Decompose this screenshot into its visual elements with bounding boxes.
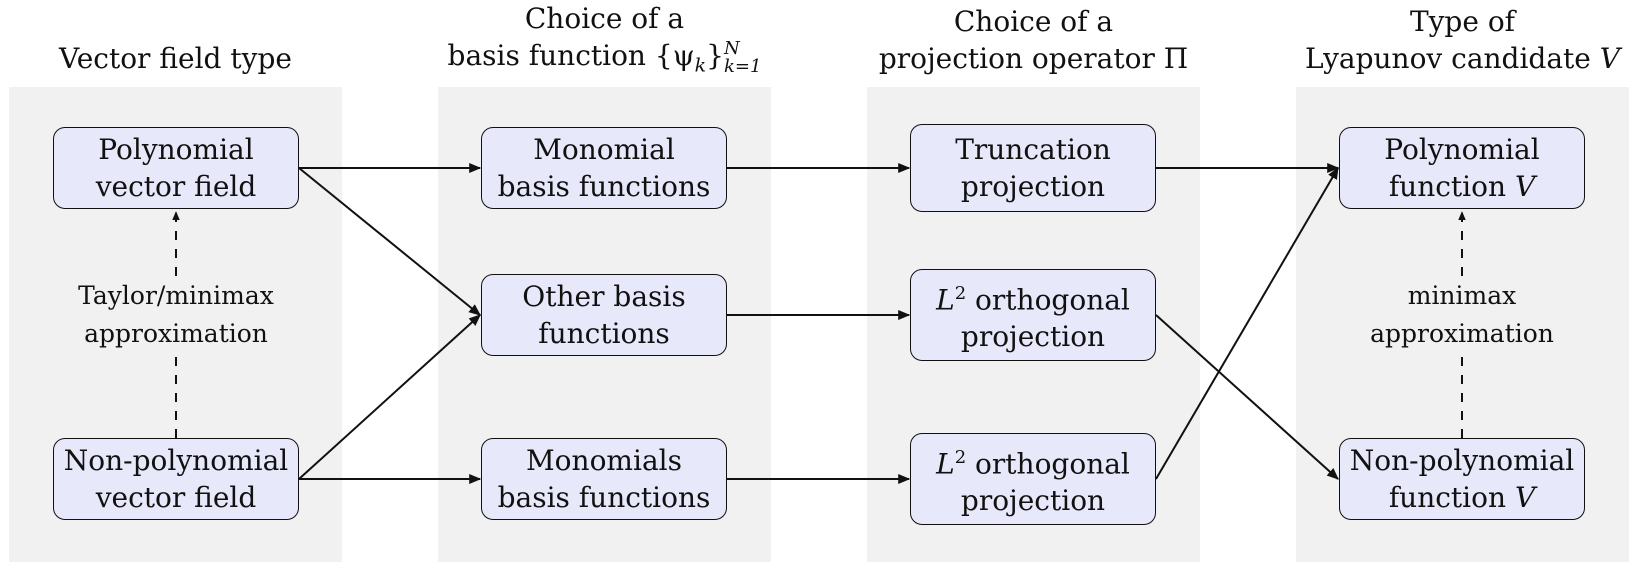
basis-index-range: k=1 — [724, 55, 762, 77]
node-text: Polynomial vector field — [95, 133, 257, 203]
node-line2: function — [1388, 481, 1507, 514]
node-variable: V — [1514, 170, 1536, 203]
node-monomials-basis: Monomials basis functions — [481, 438, 727, 520]
node-line1: Non-polynomial — [1349, 444, 1575, 477]
l2-symbol: L — [936, 283, 955, 317]
node-l2-orthogonal-projection-bottom: L2 orthogonal projection — [910, 433, 1156, 525]
column-title-text: Vector field type — [59, 42, 292, 75]
l2-line2: projection — [960, 484, 1106, 518]
node-polynomial-vector-field: Polynomial vector field — [53, 127, 299, 209]
node-text: Monomial basis functions — [497, 133, 711, 203]
node-nonpolynomial-vector-field: Non-polynomial vector field — [53, 438, 299, 520]
node-variable: V — [1514, 481, 1536, 514]
node-text: L2 orthogonal projection — [936, 439, 1130, 519]
node-text: Truncation projection — [955, 133, 1111, 203]
lyapunov-variable: V — [1599, 42, 1621, 75]
column-title-line1: Choice of a — [524, 2, 685, 35]
label-taylor-minimax: Taylor/minimax approximation — [56, 277, 296, 353]
arrow-l2bottom-to-polyv — [1155, 166, 1339, 480]
node-line1: Polynomial — [1384, 133, 1540, 166]
column-title-lyapunov: Type of Lyapunov candidate V — [1276, 3, 1635, 77]
node-text: Monomials basis functions — [497, 444, 711, 514]
arrow-l2mid-to-nonpolyv — [1155, 314, 1339, 480]
node-other-basis: Other basis functions — [481, 274, 727, 356]
node-text: Other basis functions — [522, 280, 686, 350]
node-text: Non-polynomial function V — [1350, 442, 1574, 516]
l2-line2: projection — [960, 320, 1106, 354]
node-text: Polynomial function V — [1384, 131, 1539, 205]
basis-superscript: N — [724, 37, 740, 59]
column-title-line2: projection operator Π — [878, 42, 1189, 75]
column-title-line2: Lyapunov candidate V — [1276, 40, 1635, 77]
node-l2-orthogonal-projection-mid: L2 orthogonal projection — [910, 269, 1156, 361]
column-title-projection: Choice of a projection operator Π — [847, 3, 1220, 77]
column-title-line1: Type of — [1409, 5, 1516, 38]
column-title-text: Lyapunov candidate — [1304, 42, 1591, 75]
l2-exponent: 2 — [954, 282, 967, 304]
l2-rest: orthogonal — [966, 447, 1130, 481]
arrow-polyvf-to-other — [298, 167, 481, 316]
node-text: Non-polynomial vector field — [63, 444, 289, 514]
node-polynomial-function-v: Polynomial function V — [1339, 127, 1585, 209]
basis-symbol: {ψ — [654, 39, 695, 72]
arrow-nonpolyvf-to-other — [298, 314, 481, 480]
column-title-line1: Choice of a — [953, 5, 1114, 38]
node-text: L2 orthogonal projection — [936, 275, 1130, 355]
l2-symbol: L — [936, 447, 955, 481]
node-nonpolynomial-function-v: Non-polynomial function V — [1339, 438, 1585, 520]
column-title-vector-field: Vector field type — [9, 40, 342, 77]
basis-subscript: k — [694, 54, 707, 77]
l2-exponent: 2 — [954, 446, 967, 468]
node-truncation-projection: Truncation projection — [910, 124, 1156, 212]
label-minimax: minimax approximation — [1352, 277, 1572, 353]
basis-close-brace: } — [706, 39, 724, 72]
l2-rest: orthogonal — [966, 283, 1130, 317]
node-line2: function — [1388, 170, 1507, 203]
column-title-text: basis function — [447, 39, 646, 72]
node-monomial-basis: Monomial basis functions — [481, 127, 727, 209]
